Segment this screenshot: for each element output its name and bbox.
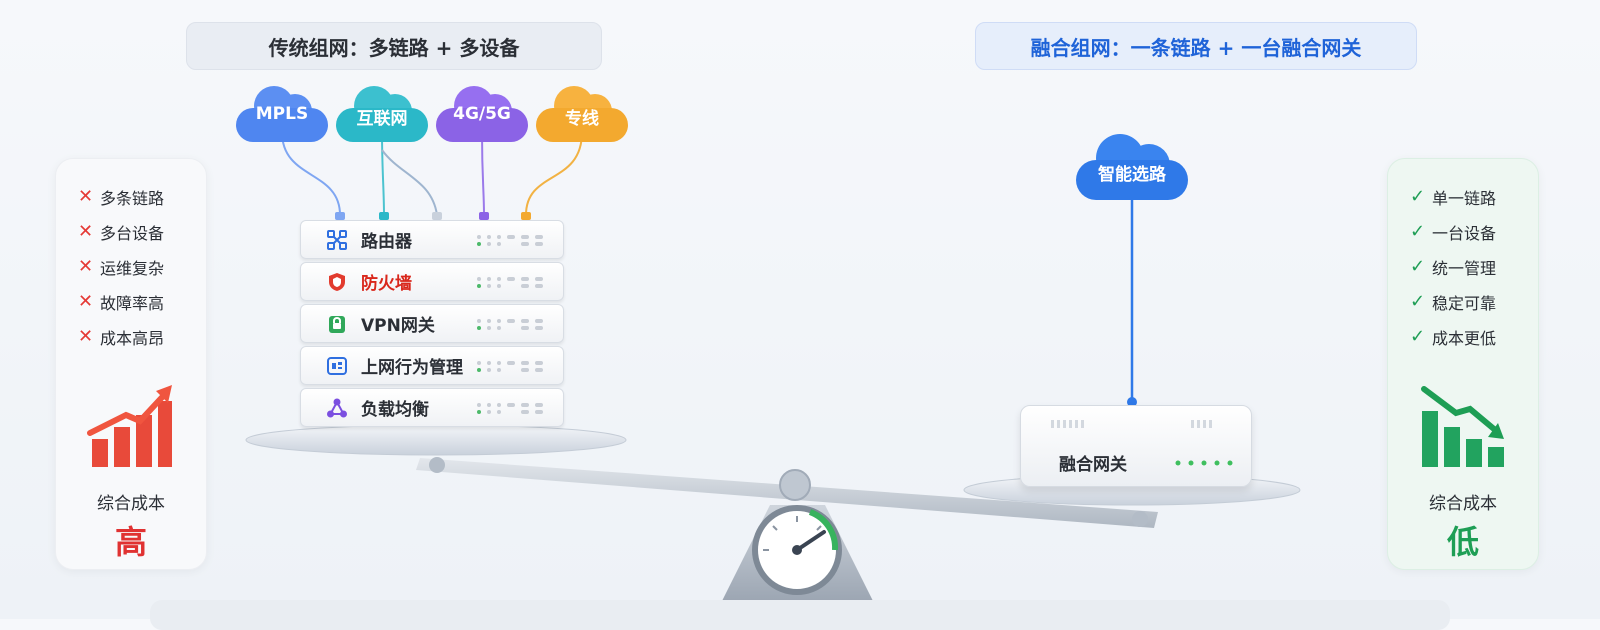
status-leds-icon	[1175, 460, 1233, 466]
converged-gateway-device: 融合网关	[1020, 405, 1252, 487]
cross-icon: ✕	[78, 186, 94, 207]
list-item: ✓单一链路	[1410, 186, 1497, 208]
status-leds-icon	[477, 235, 543, 246]
vent-grille-icon	[1051, 420, 1212, 428]
cost-level-low: 低	[1446, 523, 1479, 561]
port-icon	[335, 212, 345, 220]
list-item: ✕成本高昂	[78, 326, 165, 348]
gauge-green-arc	[808, 509, 839, 551]
cloud-label: 智能选路	[1098, 165, 1166, 185]
status-leds-icon	[477, 403, 543, 414]
cross-icon: ✕	[78, 291, 94, 312]
gateway-label: 融合网关	[1059, 455, 1127, 475]
list-item: ✓稳定可靠	[1410, 291, 1497, 313]
cost-caption: 综合成本	[97, 494, 165, 514]
cost-down-chart-icon	[1421, 386, 1504, 467]
load-balancer-device: 负载均衡	[300, 388, 564, 427]
check-icon: ✓	[1410, 186, 1426, 207]
left-plate	[245, 424, 627, 456]
port-icon	[379, 212, 389, 220]
check-icon: ✓	[1410, 291, 1426, 312]
check-icon: ✓	[1410, 256, 1426, 277]
traditional-network-title: 传统组网：多链路 + 多设备	[186, 22, 602, 70]
router-device: 路由器	[300, 220, 564, 259]
dedicated-line-cloud-icon: 专线	[532, 84, 632, 142]
share-icon	[325, 396, 349, 420]
smart-route-cloud-icon: 智能选路	[1072, 134, 1192, 200]
benefits-list: ✓单一链路 ✓一台设备 ✓统一管理 ✓稳定可靠 ✓成本更低	[1388, 159, 1538, 354]
cloud-label: 4G/5G	[453, 104, 511, 124]
dedicated-line-wire	[525, 131, 583, 216]
gauge-hub	[792, 545, 802, 555]
list-item: ✕运维复杂	[78, 256, 165, 278]
converged-network-title: 融合组网：一条链路 + 一台融合网关	[975, 22, 1417, 70]
vpn-gateway-device: VPN网关	[300, 304, 564, 343]
port-icon	[521, 212, 531, 220]
list-item: ✓统一管理	[1410, 256, 1497, 278]
converged-benefits-card: ✓单一链路 ✓一台设备 ✓统一管理 ✓稳定可靠 ✓成本更低 综合成本 低	[1387, 158, 1539, 570]
internet-wire	[381, 131, 385, 216]
traditional-drawbacks-card: ✕多条链路 ✕多台设备 ✕运维复杂 ✕故障率高 ✕成本高昂 综合成本 高	[55, 158, 207, 570]
check-icon: ✓	[1410, 326, 1426, 347]
4g5g-wire	[481, 131, 485, 216]
cross-icon: ✕	[78, 256, 94, 277]
check-icon: ✓	[1410, 221, 1426, 242]
device-label: 上网行为管理	[361, 358, 463, 378]
cost-up-chart-icon	[87, 385, 172, 467]
internet-cloud-icon: 互联网	[332, 84, 432, 142]
4g5g-cloud-icon: 4G/5G	[432, 84, 532, 142]
device-label: 负载均衡	[361, 400, 429, 420]
cross-icon: ✕	[78, 221, 94, 242]
pivot-icon	[779, 469, 811, 501]
shield-icon	[325, 270, 349, 294]
port-icon	[479, 212, 489, 220]
status-leds-icon	[477, 361, 543, 372]
cloud-label: 专线	[565, 109, 599, 129]
status-leds-icon	[477, 277, 543, 288]
behavior-management-device: 上网行为管理	[300, 346, 564, 385]
mpls-cloud-icon: MPLS	[232, 84, 332, 142]
list-item: ✕故障率高	[78, 291, 165, 313]
bottom-bar	[150, 600, 1450, 630]
lock-icon	[325, 312, 349, 336]
cost-caption: 综合成本	[1429, 494, 1497, 514]
monitor-icon	[325, 354, 349, 378]
router-icon	[325, 228, 349, 252]
status-leds-icon	[477, 319, 543, 330]
list-item: ✓成本更低	[1410, 326, 1497, 348]
list-item: ✕多台设备	[78, 221, 165, 243]
cloud-label: MPLS	[255, 104, 309, 124]
device-label: 路由器	[361, 232, 412, 252]
device-label: 防火墙	[361, 274, 412, 294]
drawbacks-list: ✕多条链路 ✕多台设备 ✕运维复杂 ✕故障率高 ✕成本高昂	[56, 159, 206, 354]
firewall-device: 防火墙	[300, 262, 564, 301]
cross-icon: ✕	[78, 326, 94, 347]
cost-level-high: 高	[114, 523, 147, 561]
connector-dot	[1127, 397, 1137, 407]
port-icon	[432, 212, 442, 220]
list-item: ✓一台设备	[1410, 221, 1497, 243]
internet-wire-2	[381, 149, 438, 216]
device-label: VPN网关	[361, 316, 435, 336]
cloud-label: 互联网	[356, 109, 408, 129]
beam-end-cap	[429, 457, 445, 473]
gauge-ticks-icon	[763, 516, 822, 551]
beam-end-cap	[1132, 511, 1148, 527]
mpls-wire	[281, 131, 341, 216]
list-item: ✕多条链路	[78, 186, 165, 208]
gauge-needle	[795, 530, 826, 552]
